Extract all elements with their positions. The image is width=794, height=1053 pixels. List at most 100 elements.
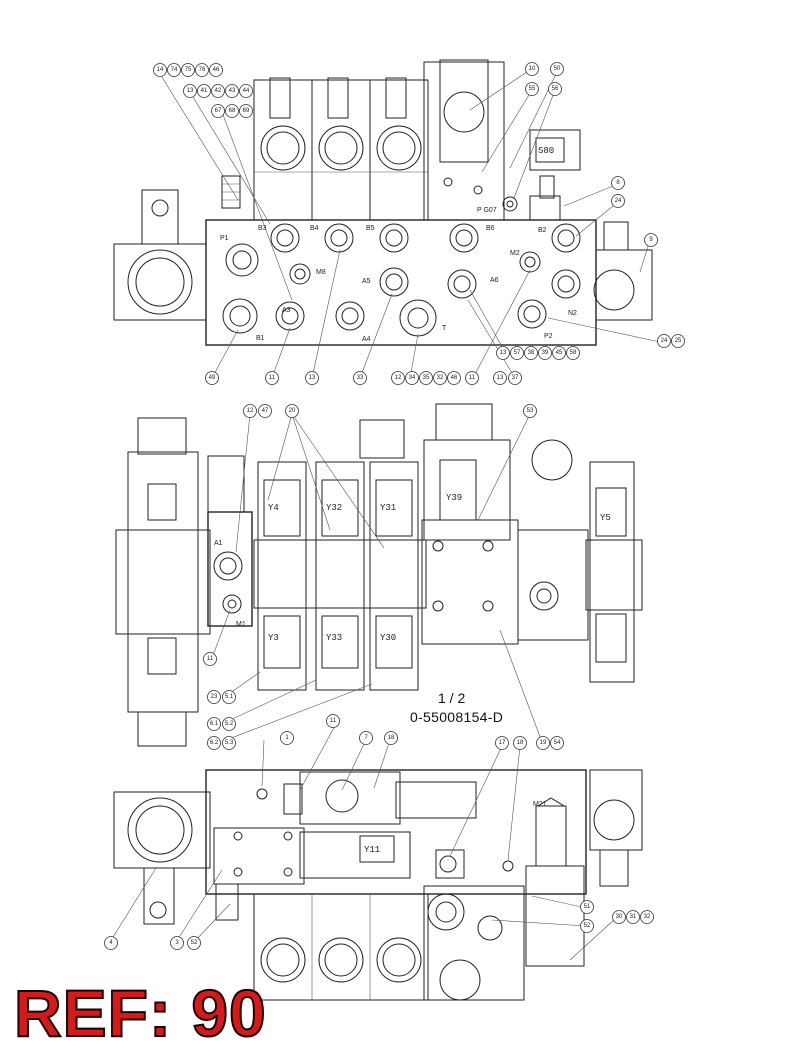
svg-text:3: 3 [175,940,179,946]
balloon: 5.1 [222,690,236,704]
svg-text:1: 1 [285,735,289,741]
svg-text:11: 11 [207,656,214,662]
balloon: 45 [552,346,566,360]
svg-text:33: 33 [357,375,364,381]
port-label: A5 [362,278,371,285]
balloon: 35 [419,371,433,385]
svg-text:76: 76 [199,67,206,73]
balloon: 14 [153,63,167,77]
svg-text:53: 53 [527,408,534,414]
svg-text:44: 44 [243,88,250,94]
svg-text:5.3: 5.3 [225,740,234,746]
port-label: B6 [486,225,495,232]
svg-text:12: 12 [395,375,402,381]
balloon: 32 [433,371,447,385]
svg-text:50: 50 [554,66,561,72]
balloon: 6.1 [207,717,221,731]
balloon: 8 [611,176,625,190]
balloon: 75 [181,63,195,77]
svg-text:Y32: Y32 [326,503,342,513]
port-label: M2 [510,250,520,257]
svg-text:25: 25 [675,338,682,344]
svg-text:41: 41 [201,88,208,94]
svg-text:32: 32 [437,375,444,381]
balloon: 56 [548,82,562,96]
balloon: 33 [353,371,367,385]
svg-text:Y31: Y31 [380,503,396,513]
balloon: 19 [536,736,550,750]
port-label: B2 [538,227,547,234]
balloon: 58 [566,346,580,360]
balloon: 5.2 [222,717,236,731]
middle-view: Y4 Y32 Y31 Y3 Y33 Y30 Y39 Y5 [115,403,643,747]
svg-text:69: 69 [243,108,250,114]
balloon: 76 [195,63,209,77]
svg-text:11: 11 [469,375,476,381]
balloon: 69 [239,104,253,118]
port-label: P G07 [477,207,497,214]
svg-text:6.2: 6.2 [210,740,219,746]
svg-text:47: 47 [262,408,269,414]
svg-text:Y33: Y33 [326,633,342,643]
svg-text:75: 75 [185,67,192,73]
balloon: 13 [183,84,197,98]
bottom-view: Y11 [113,769,643,1001]
svg-text:52: 52 [584,923,591,929]
svg-text:31: 31 [630,914,637,920]
port-label: M8 [316,269,326,276]
svg-text:42: 42 [215,88,222,94]
port-label: A6 [490,277,499,284]
svg-text:4: 4 [109,940,113,946]
svg-text:46: 46 [213,67,220,73]
svg-text:18: 18 [388,735,395,741]
svg-text:13: 13 [497,375,504,381]
balloon: 13 [493,371,507,385]
balloon: 25 [671,334,685,348]
svg-text:67: 67 [215,108,222,114]
port-label: N2 [568,310,577,317]
svg-text:24: 24 [615,198,622,204]
svg-text:9: 9 [649,237,653,243]
svg-text:45: 45 [556,350,563,356]
balloon: 38 [524,346,538,360]
balloon: 6.2 [207,736,221,750]
svg-text:8: 8 [616,180,620,186]
svg-text:14: 14 [157,67,164,73]
svg-text:56: 56 [552,86,559,92]
balloon: 47 [258,404,272,418]
svg-text:32: 32 [644,914,651,920]
svg-text:46: 46 [451,375,458,381]
balloon: 32 [640,910,654,924]
svg-text:20: 20 [289,408,296,414]
svg-text:18: 18 [517,740,524,746]
balloon: 54 [550,736,564,750]
balloon: 11 [465,371,479,385]
balloon: 46 [447,371,461,385]
svg-text:57: 57 [514,350,521,356]
balloon: 41 [197,84,211,98]
balloon: 30 [612,910,626,924]
svg-text:12: 12 [247,408,254,414]
port-labels: P1 B3 B4 B5 B6 B2 M8 M2 A5 A6 A3 A4 B1 T… [214,207,577,808]
svg-text:49: 49 [209,375,216,381]
port-label: A4 [362,336,371,343]
svg-text:68: 68 [229,108,236,114]
svg-text:17: 17 [499,740,506,746]
balloon: 57 [510,346,524,360]
drawing-number: 0-55008154-D [410,709,504,725]
balloon: 7 [359,731,373,745]
svg-text:Y39: Y39 [446,493,462,503]
port-label: T [442,325,447,332]
balloon: 67 [211,104,225,118]
sheet-number: 1 / 2 [438,690,466,706]
balloon: 74 [167,63,181,77]
balloon: 17 [495,736,509,750]
port-label: A1 [214,540,223,547]
balloon: 9 [644,233,658,247]
port-label: B5 [366,225,375,232]
port-label: B1 [256,335,265,342]
balloon: 43 [225,84,239,98]
svg-text:39: 39 [542,350,549,356]
top-view: S80 [113,59,653,346]
